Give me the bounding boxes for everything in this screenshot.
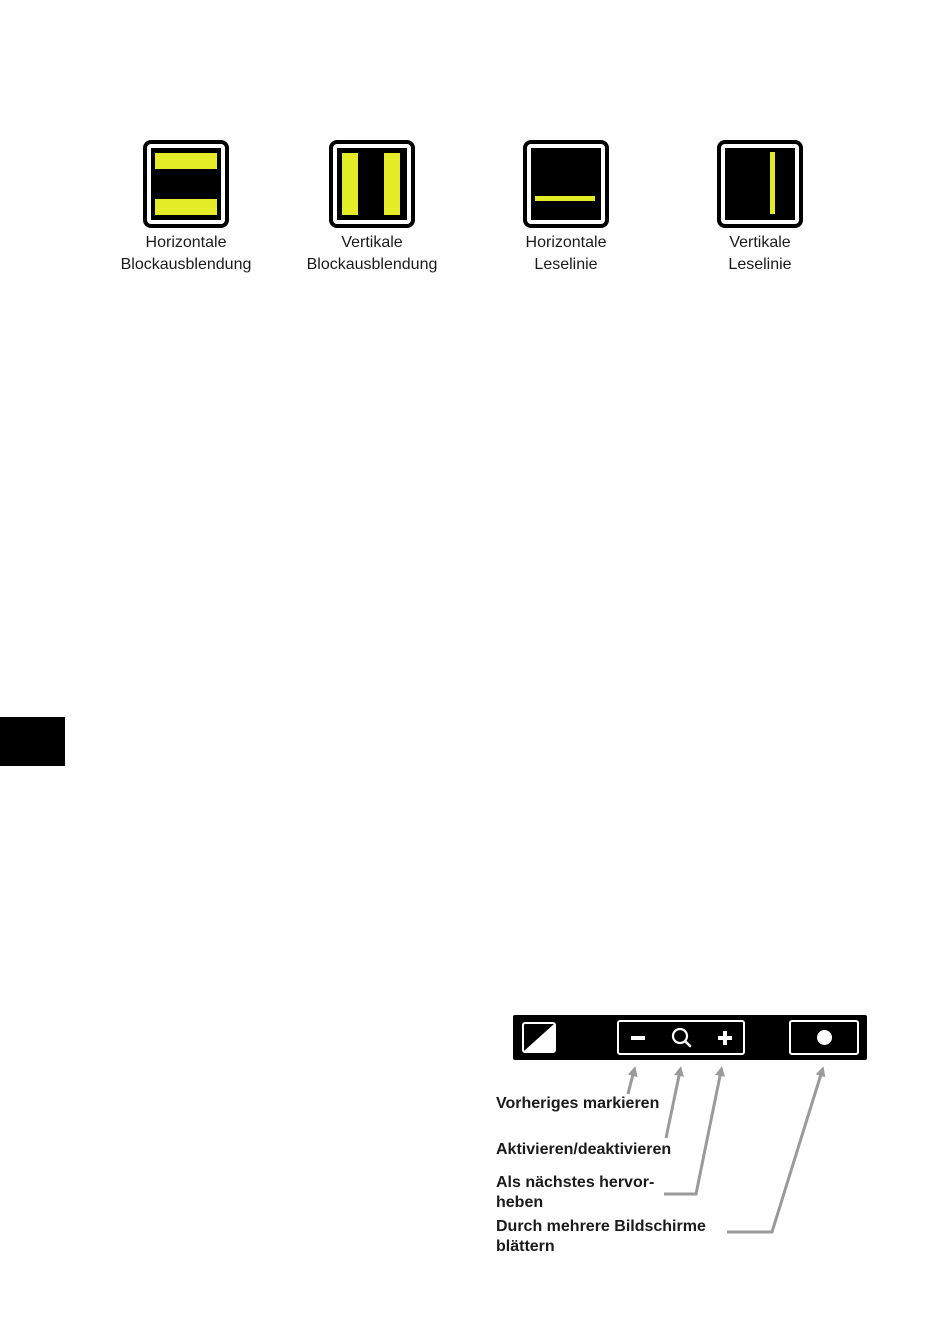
callout-toggle: Aktivieren/deaktivieren — [496, 1140, 671, 1160]
arrow-previous — [628, 1071, 634, 1094]
arrow-next — [664, 1071, 721, 1194]
arrow-toggle — [666, 1071, 680, 1138]
callout-next: Als nächstes hervor- heben — [496, 1173, 654, 1213]
arrow-scroll — [727, 1071, 822, 1232]
callout-scroll: Durch mehrere Bildschirme blättern — [496, 1217, 706, 1257]
callout-previous: Vorheriges markieren — [496, 1094, 659, 1114]
